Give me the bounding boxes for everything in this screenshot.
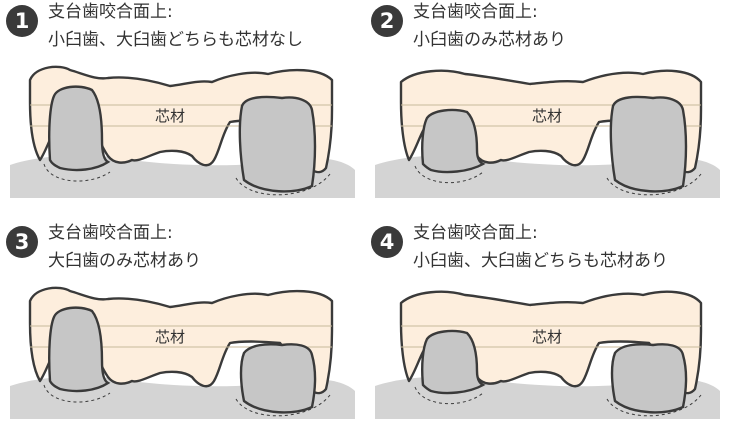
bridge-diagram: 芯材 <box>10 286 355 419</box>
caption-line-2: 小臼歯、大臼歯どちらも芯材なし <box>48 30 303 50</box>
core-label: 芯材 <box>155 107 185 125</box>
premolar-abutment <box>48 306 111 393</box>
caption-line-1: 支台歯咬合面上: <box>413 223 538 243</box>
caption-line-1: 支台歯咬合面上: <box>413 2 538 22</box>
panel-1: 1 支台歯咬合面上: 小臼歯、大臼歯どちらも芯材なし 芯材 <box>0 0 365 221</box>
molar-root-outline <box>235 394 331 417</box>
number-badge: 4 <box>371 226 403 258</box>
bridge-diagram: 芯材 <box>375 290 720 419</box>
number-badge: 3 <box>6 226 38 258</box>
molar-root-outline <box>606 173 702 196</box>
caption-line-2: 小臼歯のみ芯材あり <box>413 30 566 50</box>
molar-abutment <box>610 343 688 414</box>
premolar-abutment <box>421 108 486 174</box>
premolar-root-outline <box>414 165 484 184</box>
caption-line-1: 支台歯咬合面上: <box>48 223 173 243</box>
molar-abutment <box>239 343 317 414</box>
panel-3: 3 支台歯咬合面上: 大臼歯のみ芯材あり 芯材 <box>0 221 365 442</box>
caption-line-2: 小臼歯、大臼歯どちらも芯材あり <box>413 251 668 271</box>
premolar-abutment <box>421 329 486 395</box>
caption-line-1: 支台歯咬合面上: <box>48 2 173 22</box>
number-badge: 1 <box>6 5 38 37</box>
core-label: 芯材 <box>155 328 185 346</box>
molar-abutment <box>609 95 688 193</box>
bridge-diagram: 芯材 <box>375 69 720 198</box>
caption-line-2: 大臼歯のみ芯材あり <box>48 251 201 271</box>
molar-root-outline <box>606 394 702 417</box>
premolar-root-outline <box>43 163 111 182</box>
premolar-abutment <box>48 85 111 172</box>
bridge-diagram: 芯材 <box>10 65 355 198</box>
premolar-root-outline <box>414 386 484 405</box>
molar-root-outline <box>235 173 331 196</box>
core-label: 芯材 <box>532 107 562 125</box>
molar-abutment <box>238 95 317 193</box>
premolar-root-outline <box>43 384 111 403</box>
core-label: 芯材 <box>532 328 562 346</box>
panel-2: 2 支台歯咬合面上: 小臼歯のみ芯材あり 芯材 <box>365 0 730 221</box>
panel-4: 4 支台歯咬合面上: 小臼歯、大臼歯どちらも芯材あり 芯材 <box>365 221 730 442</box>
number-badge: 2 <box>371 5 403 37</box>
